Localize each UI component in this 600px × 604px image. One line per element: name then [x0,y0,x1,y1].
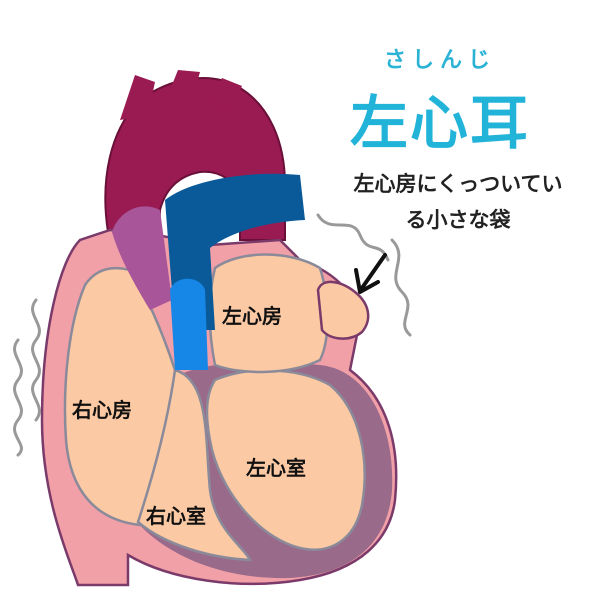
title-reading: さしんじ [383,48,496,73]
title-main: 左心耳 [349,89,530,157]
vein-bright [170,278,208,370]
label-right-ventricle: 右心室 [146,504,206,528]
left-ventricle-chamber [205,369,366,551]
superior-vena-cava [112,206,172,310]
right-ventricle-chamber [136,368,252,562]
wavy-line-icon [390,238,412,337]
description-line-1: 左心房にくっついてい [353,172,563,196]
left-atrial-appendage [316,280,370,340]
aorta-top-vessel [120,70,242,120]
description: 左心房にくっついてい る小さな袋 [318,166,598,238]
label-right-atrium: 右心房 [72,398,132,422]
arrow-icon [354,268,380,294]
wavy-line-icon [316,213,390,262]
description-line-2: る小さな袋 [405,208,511,232]
label-left-ventricle: 左心室 [246,456,306,480]
wavy-line-icon [13,338,23,457]
left-atrium-chamber [208,253,329,374]
wavy-line-icon [31,298,41,422]
arrow-icon [360,253,387,290]
label-left-atrium: 左心房 [222,304,282,328]
